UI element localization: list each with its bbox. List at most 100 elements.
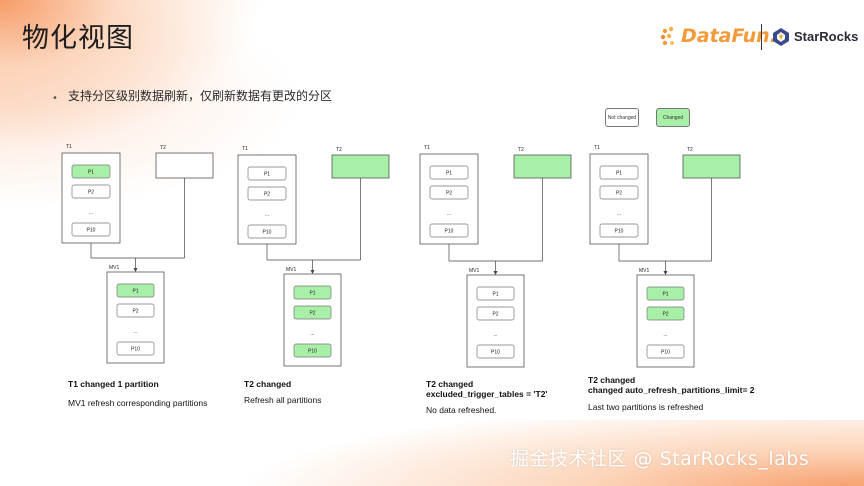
- page-title: 物化视图: [22, 23, 134, 54]
- scenario-1-mv-partition-label: P2: [132, 309, 138, 315]
- scenario-3-t1-partition-label: P1: [446, 171, 452, 177]
- scenario-1-mv-partition-box: [116, 283, 155, 298]
- scenario-2-mv-partition-box: [293, 285, 332, 300]
- caption-1-head-line-1: T1 changed 1 partition: [68, 379, 159, 389]
- scenario-1-t1-partition-box: [71, 164, 111, 179]
- scenario-1-t1-partition-label: P1: [88, 170, 94, 176]
- caption-1-head: T1 changed 1 partition: [68, 379, 159, 389]
- scenario-4-mv-partition-label: P10: [661, 350, 670, 356]
- scenario-3-arrow-head: [493, 271, 498, 275]
- scenario-1-t2-table: [155, 152, 214, 179]
- scenario-2-mv-partition-box: [293, 343, 332, 358]
- scenario-1-t1-ellipsis: ...: [89, 210, 93, 216]
- scenario-1-t1-partition-box: [71, 222, 111, 237]
- caption-3-head-line-1: T2 changed: [426, 379, 474, 389]
- scenario-2-t1-partition-box: [247, 224, 287, 239]
- scenario-1-t1-partition-label: P10: [87, 228, 96, 234]
- datafun-logo-text: DataFun.: [681, 25, 777, 47]
- scenario-2-mv-partition-label: P2: [309, 311, 315, 317]
- logo-area: DataFun. StarRocks: [655, 22, 860, 54]
- scenario-3-t1-partition-label: P2: [446, 191, 452, 197]
- scenario-3-t2-table: [513, 154, 572, 179]
- scenario-4-mv-partition-box: [646, 306, 685, 321]
- bullet-text: 支持分区级别数据刷新，仅刷新数据有更改的分区: [68, 89, 333, 103]
- scenario-3-t1-ellipsis: ...: [447, 211, 451, 217]
- caption-4-head: T2 changed changed auto_refresh_partitio…: [588, 375, 755, 395]
- scenario-4-mv-partition-label: P1: [662, 292, 668, 298]
- scenario-4-t1-partition-label: P2: [616, 191, 622, 197]
- scenario-2-arrow-head: [310, 270, 315, 274]
- scenario-4-mv-label: MV1: [639, 268, 650, 274]
- caption-2-head-line-1: T2 changed: [244, 379, 292, 389]
- scenario-2-t1-ellipsis: ...: [265, 212, 269, 218]
- scenario-3-t2-label: T2: [518, 147, 524, 153]
- scenario-3-mv-label: MV1: [469, 268, 480, 274]
- scenario-3-mv-partition-label: P10: [491, 350, 500, 356]
- caption-3-head: T2 changed excluded_trigger_tables = 'T2…: [426, 379, 547, 399]
- caption-3-head-line-2: excluded_trigger_tables = 'T2': [426, 389, 548, 399]
- scenario-3-mv-partition-box: [476, 286, 515, 301]
- caption-2-desc: Refresh all partitions: [244, 395, 322, 405]
- scenario-2-mv-partition-label: P10: [308, 349, 317, 355]
- legend-changed-label: Changed: [662, 114, 684, 121]
- scenario-2-mv-label: MV1: [286, 267, 297, 273]
- caption-2-head: T2 changed: [244, 379, 291, 389]
- scenario-1-mv-partition-label: P1: [132, 289, 138, 295]
- scenario-4-mv-ellipsis: ...: [663, 332, 667, 338]
- scenario-3-mv-partition-label: P2: [492, 312, 498, 318]
- bullet-marker: •: [52, 93, 58, 104]
- scenario-2-mv-ellipsis: ...: [310, 331, 314, 337]
- scenario-3-mv-partition-box: [476, 306, 515, 321]
- starrocks-logo-text: StarRocks: [794, 29, 859, 44]
- scenario-4-t1-partition-label: P1: [616, 171, 622, 177]
- legend-not-changed-label: Not changed: [607, 114, 637, 121]
- legend-not-changed: Not changed: [605, 108, 639, 127]
- scenario-3-t1-partition-box: [429, 223, 469, 238]
- scenario-2-t1-partition-label: P10: [263, 230, 272, 236]
- scenario-1-mv-ellipsis: ...: [133, 329, 137, 335]
- caption-4-head-line-2: changed auto_refresh_partitions_limit= 2: [588, 385, 755, 395]
- scenario-2-t2-label: T2: [336, 147, 342, 153]
- scenario-3-mv-ellipsis: ...: [493, 332, 497, 338]
- scenario-4-t1-ellipsis: ...: [617, 211, 621, 217]
- scenario-1-t1-partition-label: P2: [88, 190, 94, 196]
- scenario-1-t2-label: T2: [160, 145, 166, 151]
- scenario-4-t2-label: T2: [687, 147, 693, 153]
- scenario-3-mv-partition-label: P1: [492, 292, 498, 298]
- starrocks-logo-icon: [773, 28, 789, 46]
- scenario-4-t1-partition-box: [599, 223, 639, 238]
- caption-4-head-line-1: T2 changed: [588, 375, 636, 385]
- scenario-4-mv-partition-label: P2: [662, 312, 668, 318]
- scenario-1-arrow-head: [133, 268, 138, 272]
- caption-4-desc: Last two partitions is refreshed: [588, 402, 704, 412]
- scenario-4-mv-partition-box: [646, 344, 685, 359]
- scenario-1-t1-partition-box: [71, 184, 111, 199]
- caption-1-desc: MV1 refresh corresponding partitions: [68, 398, 208, 408]
- scenario-1-mv-partition-box: [116, 303, 155, 318]
- scenario-3-t1-partition-label: P10: [445, 229, 454, 235]
- caption-3-desc: No data refreshed.: [426, 405, 497, 415]
- scenario-4-t1-partition-box: [599, 165, 639, 180]
- scenario-4-t2-table: [682, 154, 741, 179]
- datafun-logo-icon: [660, 26, 674, 46]
- logo-divider: [761, 24, 762, 50]
- scenario-3-mv-partition-box: [476, 344, 515, 359]
- scenario-3-t1-partition-box: [429, 165, 469, 180]
- scenario-1-mv-partition-box: [116, 341, 155, 356]
- scenario-3-t1-label: T1: [424, 145, 430, 151]
- scenario-1-t1-label: T1: [66, 144, 72, 150]
- scenario-2-t1-partition-box: [247, 186, 287, 201]
- scenario-1-mv-label: MV1: [109, 265, 120, 271]
- scenario-2-t2-table: [331, 154, 390, 179]
- legend-changed: Changed: [656, 108, 690, 127]
- scenario-2-t1-partition-label: P1: [264, 172, 270, 178]
- scenario-2-mv-partition-box: [293, 305, 332, 320]
- scenario-2-t1-partition-label: P2: [264, 192, 270, 198]
- scenario-4-arrow-head: [663, 271, 668, 275]
- scenario-4-mv-partition-box: [646, 286, 685, 301]
- scenario-2-t1-label: T1: [242, 146, 248, 152]
- scenario-4-t1-label: T1: [594, 145, 600, 151]
- scenario-4-t1-partition-label: P10: [615, 229, 624, 235]
- scenario-1-mv-partition-label: P10: [131, 347, 140, 353]
